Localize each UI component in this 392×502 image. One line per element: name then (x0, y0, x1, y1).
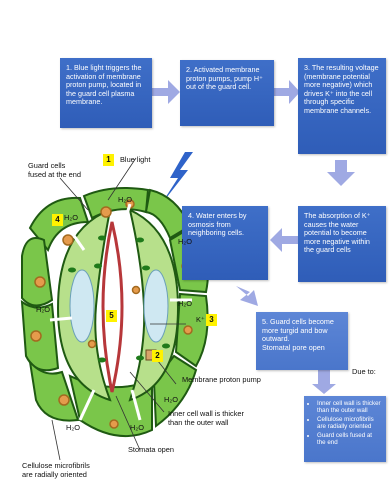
arrow-step1-to-step2 (150, 80, 180, 104)
nucleus (89, 341, 96, 348)
badge-3: 3 (206, 314, 217, 326)
stomatal-pore-open-text: Stomatal pore open (262, 344, 342, 353)
membrane-proton-pump-label: Membrane proton pump (182, 376, 261, 385)
nucleus (35, 277, 45, 287)
arrow-step3-down (327, 160, 355, 186)
k-ion-label: K⁺ (196, 316, 205, 325)
step-5-box: 5. Guard cells become more turgid and bo… (256, 312, 348, 370)
reasons-box: Inner cell wall is thicker than the oute… (304, 396, 386, 462)
arrow-to-step5 (236, 286, 258, 306)
blue-light-label: Blue light (120, 156, 150, 165)
h2o-label: H₂O (66, 424, 80, 433)
h2o-label: H₂O (164, 396, 178, 405)
badge-5: 5 (106, 310, 117, 322)
reason-item: Inner cell wall is thicker than the oute… (317, 400, 382, 415)
stomata-open-label: Stomata open (128, 446, 174, 455)
arrow-step5-to-reasons (312, 368, 336, 394)
badge-1: 1 (103, 154, 114, 166)
step-2-box: 2. Activated membrane proton pumps, pump… (180, 60, 274, 126)
step-4-box: 4. Water enters by osmosis from neighbor… (182, 206, 268, 280)
reasons-list: Inner cell wall is thicker than the oute… (308, 400, 382, 446)
vacuole-left (70, 270, 94, 342)
reason-item: Cellulose microfibrils are radially orie… (317, 416, 382, 431)
vacuole-right (144, 270, 168, 342)
badge-4: 4 (52, 214, 63, 226)
arrow-step2-to-step3 (274, 80, 300, 104)
step-5-text: 5. Guard cells become more turgid and bo… (262, 318, 342, 344)
step-1-box: 1. Blue light triggers the activation of… (60, 58, 152, 128)
nucleus (110, 420, 118, 428)
nucleus (133, 287, 140, 294)
nucleus (184, 326, 192, 334)
stomatal-pore (103, 222, 122, 392)
inner-cell-wall-label: Inner cell wall is thicker than the oute… (168, 410, 244, 427)
arrow-to-step4 (270, 228, 298, 252)
step-3-box: 3. The resulting voltage (membrane poten… (298, 58, 386, 154)
h2o-label: H₂O (36, 306, 50, 315)
h2o-label: H₂O (64, 214, 78, 223)
h2o-label: H₂O (118, 196, 132, 205)
nucleus (59, 395, 69, 405)
h2o-label: H₂O (178, 300, 192, 309)
cellulose-microfibrils-label: Cellulose microfibrils are radially orie… (22, 462, 90, 479)
nucleus (63, 235, 73, 245)
h2o-label: H₂O (178, 238, 192, 247)
due-to-label: Due to: (352, 368, 376, 377)
nucleus (101, 207, 111, 217)
neighbor-cell-bottom-left (30, 362, 78, 421)
h2o-label: H₂O (130, 424, 144, 433)
guard-cells-fused-label: Guard cells fused at the end (28, 162, 81, 179)
badge-2: 2 (152, 350, 163, 362)
step-3b-box: The absorption of K⁺ causes the water po… (298, 206, 386, 282)
nucleus (31, 331, 41, 341)
reason-item: Guard cells fused at the end (317, 432, 382, 447)
